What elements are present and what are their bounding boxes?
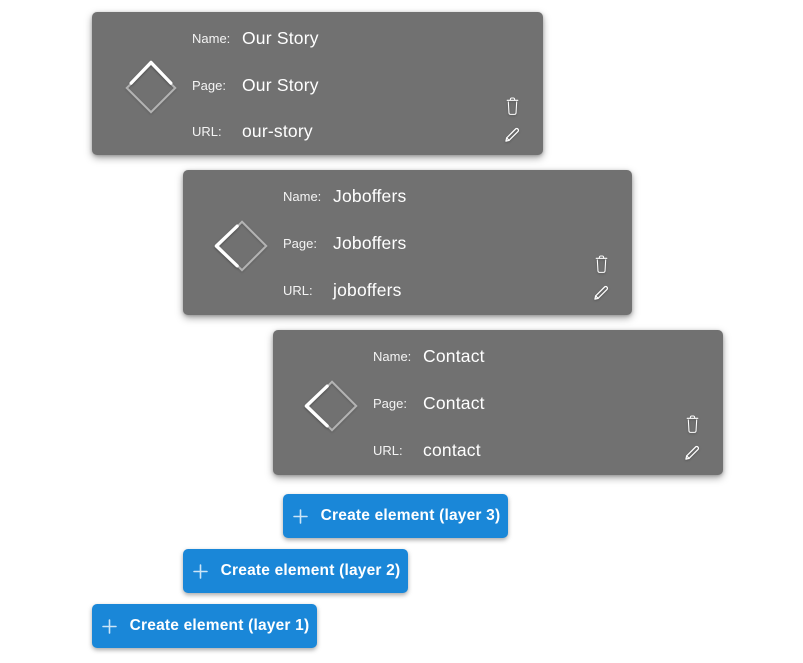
delete-button[interactable] (593, 254, 610, 275)
edit-button[interactable] (682, 443, 702, 463)
nav-element-card-joboffers: Name: Joboffers Page: Joboffers URL: job… (183, 170, 632, 315)
plus-icon (291, 507, 310, 526)
url-label: URL: (283, 283, 313, 298)
card-actions (682, 414, 702, 463)
plus-icon (100, 617, 119, 636)
page-row: Page: Contact (373, 380, 663, 427)
page-row: Page: Joboffers (283, 220, 572, 267)
page-value: Joboffers (333, 233, 407, 253)
trash-icon (684, 415, 701, 439)
page-row: Page: Our Story (192, 62, 483, 109)
card-fields: Name: Contact Page: Contact URL: contact (373, 333, 663, 475)
edit-button[interactable] (591, 283, 611, 303)
create-element-layer-1-button[interactable]: Create element (layer 1) (92, 604, 317, 648)
pencil-icon (682, 445, 702, 467)
delete-button[interactable] (504, 96, 521, 117)
edit-button[interactable] (502, 125, 522, 145)
nav-element-card-contact: Name: Contact Page: Contact URL: contact (273, 330, 723, 475)
plus-icon (191, 562, 210, 581)
name-value: Our Story (242, 27, 319, 48)
card-fields: Name: Joboffers Page: Joboffers URL: job… (283, 173, 572, 315)
create-button-label: Create element (layer 2) (220, 562, 401, 579)
page-label: Page: (192, 77, 226, 93)
move-left-icon[interactable] (301, 375, 363, 437)
url-row: URL: joboffers (283, 267, 572, 314)
nav-element-card-our-story: Name: Our Story Page: Our Story URL: our… (92, 12, 543, 155)
move-left-icon[interactable] (211, 215, 273, 277)
page-value: Contact (423, 393, 485, 413)
trash-icon (504, 97, 521, 121)
page-label: Page: (283, 236, 317, 251)
name-value: Contact (423, 346, 485, 366)
url-label: URL: (373, 443, 403, 458)
name-label: Name: (283, 189, 322, 204)
card-actions (591, 254, 611, 303)
url-row: URL: our-story (192, 108, 483, 155)
url-value: joboffers (333, 280, 402, 300)
page-value: Our Story (242, 74, 319, 95)
create-button-label: Create element (layer 1) (129, 617, 310, 634)
url-label: URL: (192, 124, 222, 140)
name-label: Name: (192, 30, 231, 46)
trash-icon (593, 255, 610, 279)
pencil-icon (502, 127, 522, 149)
name-row: Name: Our Story (192, 15, 483, 62)
name-row: Name: Contact (373, 333, 663, 380)
move-up-icon[interactable] (120, 57, 182, 119)
card-fields: Name: Our Story Page: Our Story URL: our… (192, 15, 483, 155)
url-row: URL: contact (373, 427, 663, 474)
name-value: Joboffers (333, 186, 407, 206)
page-label: Page: (373, 396, 407, 411)
url-value: our-story (242, 121, 313, 142)
url-value: contact (423, 440, 481, 460)
pencil-icon (591, 285, 611, 307)
create-button-label: Create element (layer 3) (320, 507, 501, 524)
name-label: Name: (373, 349, 412, 364)
create-element-layer-2-button[interactable]: Create element (layer 2) (183, 549, 408, 593)
delete-button[interactable] (684, 414, 701, 435)
card-actions (502, 96, 522, 145)
name-row: Name: Joboffers (283, 173, 572, 220)
create-element-layer-3-button[interactable]: Create element (layer 3) (283, 494, 508, 538)
